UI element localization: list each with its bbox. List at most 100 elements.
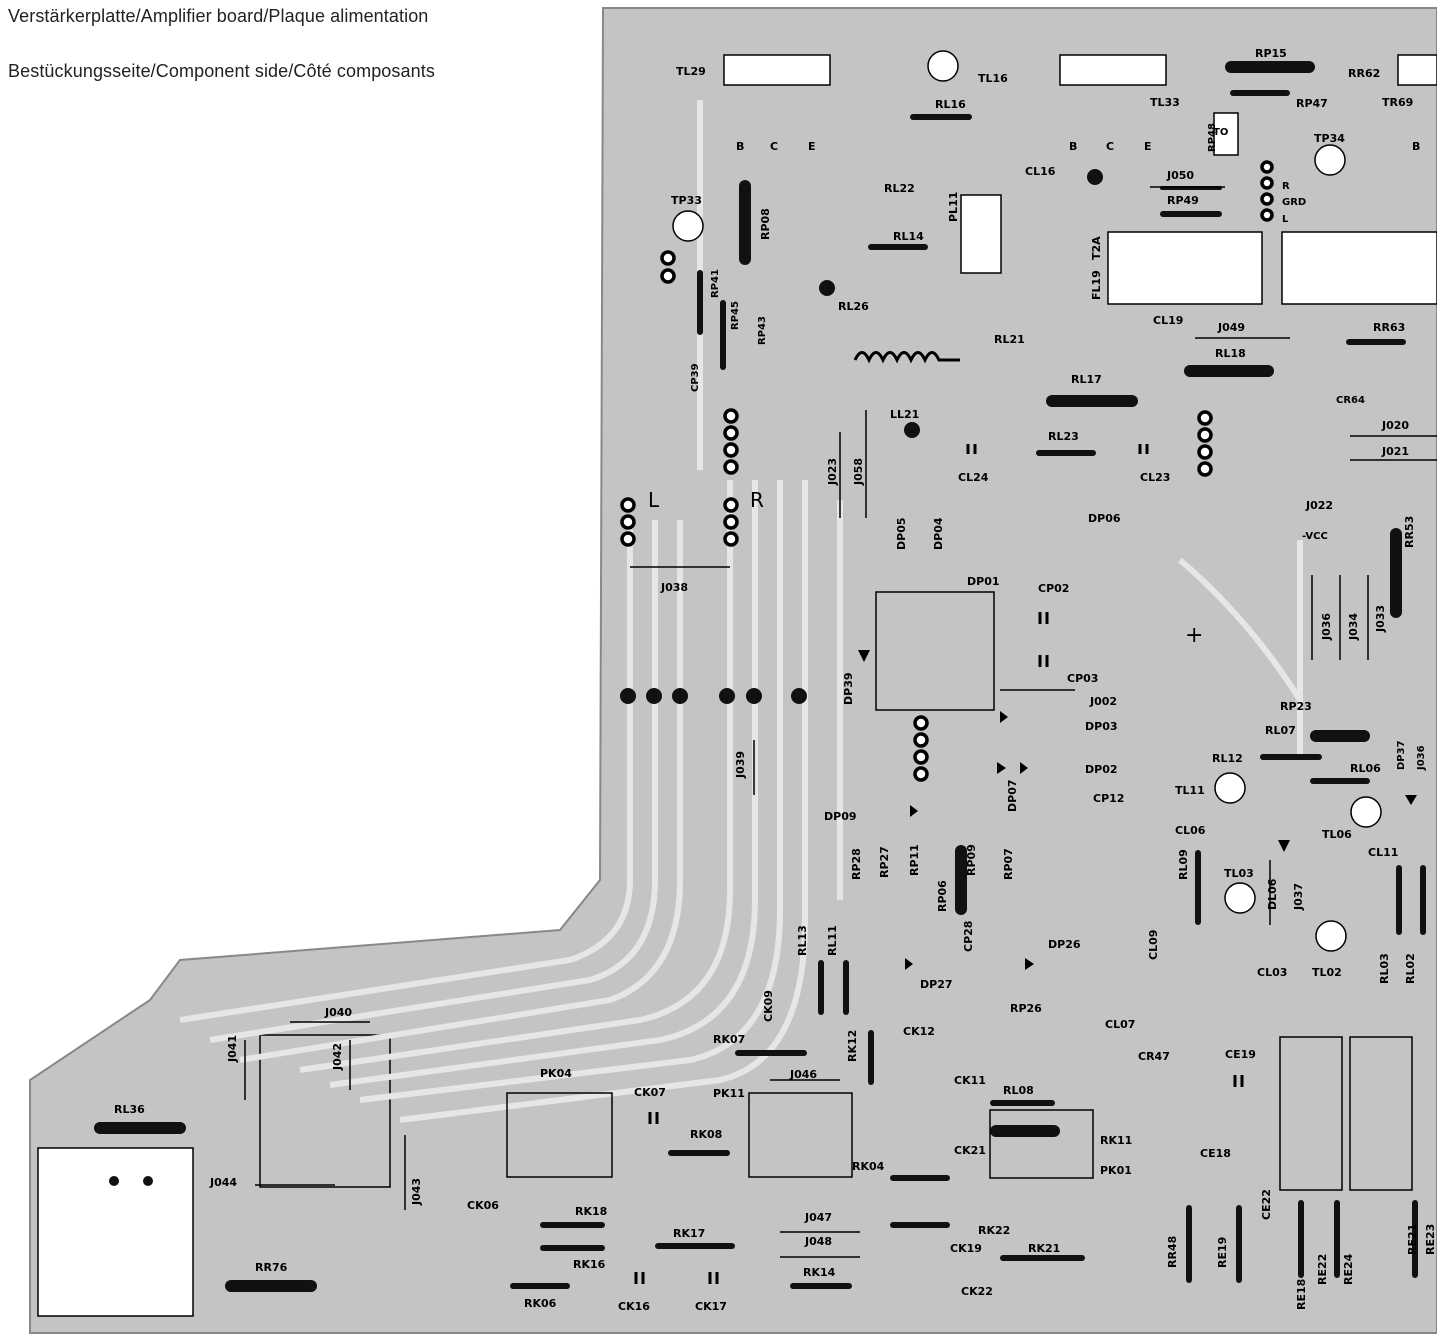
component-label: PL11	[947, 192, 960, 222]
component-label: RK12	[846, 1030, 859, 1062]
component-label: RK11	[1100, 1134, 1132, 1147]
pad-columns	[620, 160, 1274, 782]
diode-symbols	[858, 650, 1417, 970]
solder-lugs	[109, 169, 1103, 1186]
capacitor-symbols	[634, 444, 1244, 1284]
component-label: J040	[324, 1006, 352, 1019]
component-label: RL16	[935, 98, 966, 111]
component-label: CP28	[962, 921, 975, 952]
component-label: CL24	[958, 471, 989, 484]
component-label: DP02	[1085, 763, 1118, 776]
component-label: TP34	[1314, 132, 1345, 145]
component-label: FL19	[1090, 270, 1103, 300]
component-label: RL07	[1265, 724, 1296, 737]
plus-mark: +	[1185, 623, 1203, 648]
component-label: RP15	[1255, 47, 1287, 60]
component-label: J046	[789, 1068, 817, 1081]
component-label: DP39	[842, 672, 855, 705]
pin-label: C	[1106, 140, 1114, 153]
component-label: CE22	[1260, 1189, 1273, 1220]
component-label: RR63	[1373, 321, 1405, 334]
component-label: J037	[1292, 883, 1305, 911]
component-label: J058	[852, 458, 865, 486]
component-label: J038	[660, 581, 688, 594]
component-label: RP43	[757, 316, 768, 345]
component-label: DP03	[1085, 720, 1118, 733]
component-label: RK22	[978, 1224, 1010, 1237]
component-label: RL09	[1177, 849, 1190, 880]
component-label: CL19	[1153, 314, 1183, 327]
component-label: J021	[1381, 445, 1409, 458]
component-label: J036	[1416, 745, 1427, 771]
pin-label: B	[1069, 140, 1077, 153]
component-label: RL08	[1003, 1084, 1034, 1097]
component-label: CR64	[1336, 395, 1365, 406]
component-label: R	[1282, 181, 1290, 192]
component-label: J023	[826, 458, 839, 486]
component-label: RE18	[1295, 1279, 1308, 1310]
component-label: PK04	[540, 1067, 572, 1080]
component-label: CL06	[1175, 824, 1206, 837]
component-label: DP05	[895, 517, 908, 550]
component-label: DP07	[1006, 779, 1019, 812]
component-label: CK16	[618, 1300, 650, 1313]
component-label: RP11	[908, 844, 921, 876]
component-labels: TL29 TL16 RL16 TL33 RP15 RR62 RP47 TR69 …	[114, 47, 1437, 1313]
component-label: RK16	[573, 1258, 606, 1271]
component-label: RP45	[730, 301, 741, 330]
component-label: RR62	[1348, 67, 1380, 80]
component-label: J049	[1217, 321, 1245, 334]
component-label: L	[1282, 214, 1289, 225]
component-label: RP47	[1296, 97, 1328, 110]
pin-label: E	[1144, 140, 1152, 153]
channel-label: R	[750, 488, 764, 512]
component-label: LL21	[890, 408, 919, 421]
component-label: RR76	[255, 1261, 288, 1274]
component-label: RE22	[1316, 1254, 1329, 1285]
component-label: CK17	[695, 1300, 727, 1313]
component-label: PK01	[1100, 1164, 1132, 1177]
component-label: RL14	[893, 230, 924, 243]
component-label: J034	[1347, 613, 1360, 641]
component-label: RP27	[878, 846, 891, 878]
component-label: TR69	[1382, 96, 1413, 109]
component-label: J044	[209, 1176, 237, 1189]
component-label: RP09	[965, 844, 978, 876]
component-label: RP48	[1207, 123, 1218, 152]
component-label: CK09	[762, 990, 775, 1022]
component-label: RP26	[1010, 1002, 1042, 1015]
component-label: CK19	[950, 1242, 982, 1255]
component-label: TL11	[1175, 784, 1205, 797]
component-label: CE19	[1225, 1048, 1256, 1061]
component-label: RL18	[1215, 347, 1246, 360]
component-label: -VCC	[1302, 531, 1328, 542]
component-label: RL11	[826, 925, 839, 956]
component-label: TO	[1213, 127, 1228, 138]
board-outline	[29, 7, 1437, 1334]
component-label: RP08	[759, 208, 772, 240]
component-label: RK06	[524, 1297, 557, 1310]
component-label: J033	[1374, 605, 1387, 633]
component-label: J039	[734, 751, 747, 779]
component-label: CK07	[634, 1086, 666, 1099]
component-label: RL21	[994, 333, 1025, 346]
component-label: J022	[1305, 499, 1333, 512]
component-label: RK21	[1028, 1242, 1060, 1255]
component-label: RL02	[1404, 953, 1417, 984]
component-label: RE24	[1342, 1253, 1355, 1285]
component-label: RP23	[1280, 700, 1312, 713]
component-label: RL17	[1071, 373, 1102, 386]
component-label: CP39	[690, 363, 701, 392]
component-label: RL13	[796, 925, 809, 956]
relay-outline	[1279, 1036, 1343, 1191]
component-label: RE23	[1424, 1224, 1437, 1255]
component-label: CK21	[954, 1144, 986, 1157]
component-label: J020	[1381, 419, 1409, 432]
pin-label: E	[808, 140, 816, 153]
component-label: CK12	[903, 1025, 935, 1038]
relay-outline	[1349, 1036, 1413, 1191]
channel-label: L	[648, 488, 660, 512]
component-label: RL26	[838, 300, 869, 313]
component-label: CL16	[1025, 165, 1056, 178]
component-label: DP04	[932, 517, 945, 550]
